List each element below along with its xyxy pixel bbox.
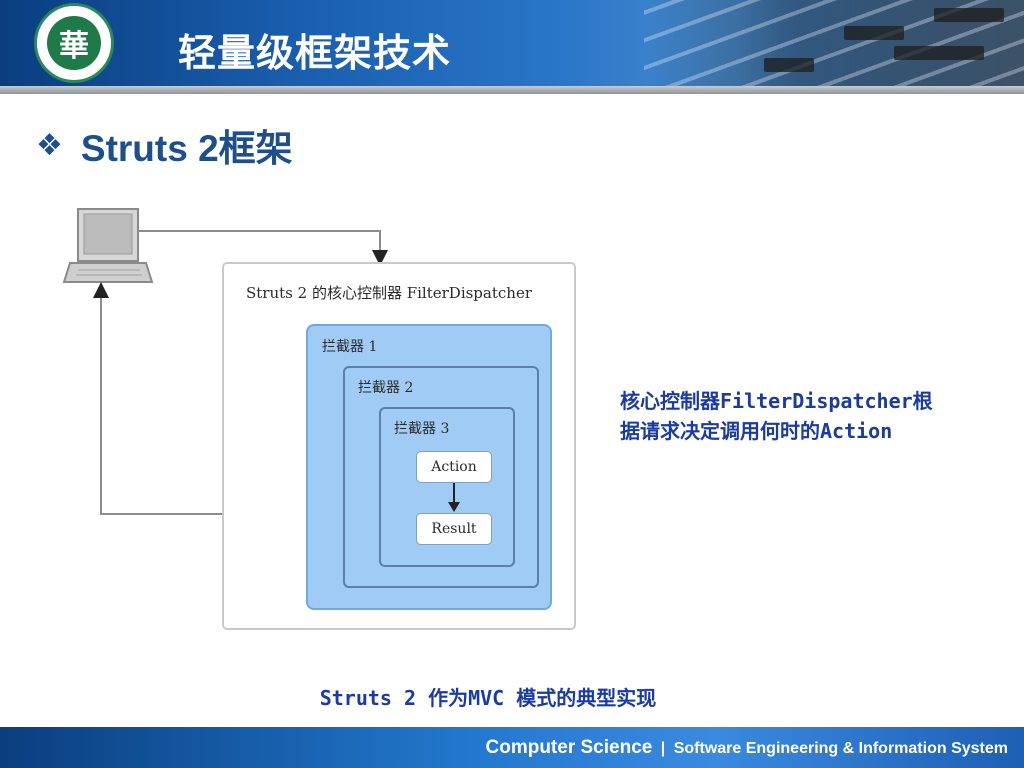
footer-secondary: Software Engineering & Information Syste… — [673, 740, 1008, 757]
interceptor-1-label: 拦截器 1 — [322, 339, 378, 355]
interceptor-2-label: 拦截器 2 — [358, 380, 414, 396]
footer-primary: Computer Science — [485, 737, 653, 758]
description-text: 核心控制器FilterDispatcher根 据请求决定调用何时的Action — [620, 386, 990, 446]
circuit-board-decoration — [644, 0, 1024, 86]
chip-decoration — [844, 26, 904, 40]
chip-decoration — [934, 8, 1004, 22]
description-line-1: 核心控制器FilterDispatcher根 — [620, 389, 933, 413]
section-heading: ❖ Struts 2框架 — [36, 118, 293, 172]
slide-header: 華 轻量级框架技术 — [0, 0, 1024, 86]
response-arrow — [93, 282, 222, 515]
description-line-2: 据请求决定调用何时的Action — [620, 419, 893, 443]
action-to-result-arrow — [448, 483, 460, 512]
laptop-icon — [62, 208, 154, 283]
diagram-caption: Struts 2 作为MVC 模式的典型实现 — [319, 686, 657, 710]
action-box: Action — [416, 451, 492, 483]
interceptor-3-box — [379, 407, 515, 567]
controller-label: Struts 2 的核心控制器 FilterDispatcher — [246, 284, 532, 302]
result-box: Result — [416, 513, 492, 545]
logo-emblem-icon: 華 — [47, 16, 101, 70]
diamond-bullet-icon: ❖ — [36, 127, 63, 163]
footer-text: Computer Science | Software Engineering … — [486, 737, 1009, 759]
request-arrow — [138, 230, 388, 266]
footer-separator: | — [660, 740, 666, 757]
chip-decoration — [764, 58, 814, 72]
section-title: Struts 2框架 — [80, 128, 293, 169]
slide-footer: Computer Science | Software Engineering … — [0, 727, 1024, 768]
slide-title: 轻量级框架技术 — [178, 31, 452, 75]
chip-decoration — [894, 46, 984, 60]
interceptor-3-label: 拦截器 3 — [394, 421, 450, 437]
header-divider — [0, 86, 1024, 94]
university-logo: 華 — [34, 3, 114, 83]
